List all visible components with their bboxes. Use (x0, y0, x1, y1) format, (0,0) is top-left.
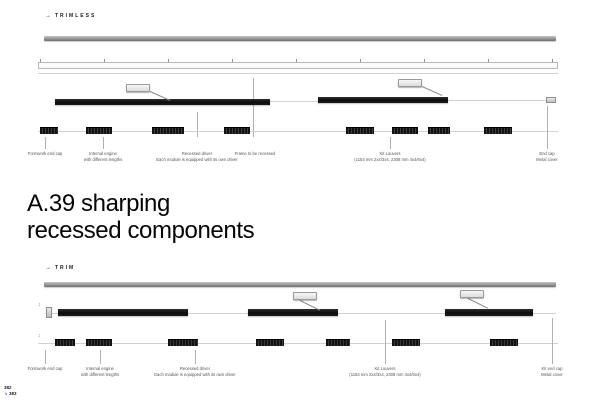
arrow-right-icon: → (45, 13, 51, 19)
caption-callout-line (552, 318, 553, 364)
recessed-driver-box-2 (398, 79, 422, 87)
louver-module (484, 127, 512, 134)
section-label-text: TRIMLESS (55, 13, 97, 19)
caption-end-cap: End cap Metal cover (536, 151, 558, 162)
updown-arrow-icon: ↕ (38, 333, 41, 339)
arrow-right-icon: → (45, 265, 51, 271)
trimless-engine-module-right (318, 97, 448, 103)
trim-formwork-end-cap (46, 307, 52, 318)
trimless-frame-ticks (40, 59, 556, 62)
frame-callout-line (253, 78, 254, 137)
section-label-text: TRIM (55, 265, 76, 271)
louver-module (55, 339, 75, 346)
louver-module (224, 127, 250, 134)
trimless-lower-baseline (38, 131, 558, 132)
page-turn-arrow-icon: ↳ (4, 390, 8, 396)
caption-callout-line (45, 137, 46, 149)
louver-module (152, 127, 184, 134)
trimless-connector-line-2 (448, 100, 548, 101)
recessed-driver-box-1 (126, 84, 150, 92)
trim-engine-module-right (445, 309, 533, 316)
caption-callout-line (103, 137, 104, 149)
caption-kit-louvers: Kit Louvers (1154 mm 2x4/3x4, 2308 mm 4x… (354, 151, 426, 162)
louver-module (86, 339, 112, 346)
caption-callout-line (390, 137, 391, 149)
driver-leader-line (421, 86, 443, 96)
recessed-driver-box-3 (293, 292, 317, 300)
page-title-line2: recessed components (27, 217, 255, 244)
trim-section-label: → TRIM (45, 265, 75, 271)
recessed-driver-box-4 (460, 290, 484, 298)
louver-module (256, 339, 284, 346)
trim-engine-module-mid (248, 309, 338, 316)
louver-module (346, 127, 374, 134)
page-title-line1: A.39 sharping (27, 190, 170, 217)
louver-module (490, 339, 518, 346)
driver-leader-line (467, 298, 488, 309)
caption-callout-line (195, 350, 196, 364)
caption-recessed-driver: Recessed driver Each module is equipped … (156, 151, 238, 162)
louver-module (168, 339, 198, 346)
caption-kit-end-cap: Kit end cap Metal cover (541, 366, 563, 377)
trimless-frame-shadow-line (38, 73, 558, 74)
trim-lower-baseline (38, 343, 558, 344)
louver-module (86, 127, 112, 134)
caption-internal-engine: Internal engine with different lengths (80, 366, 120, 377)
caption-formwork-end-cap: Formwork end cap (27, 151, 63, 156)
louver-module (40, 127, 58, 134)
page-number-prev: 382 (4, 385, 12, 390)
trimless-engine-module-left (55, 99, 270, 105)
trimless-end-cap (546, 97, 556, 103)
trimless-cover-profile-bar (44, 36, 556, 41)
louver-module (392, 339, 420, 346)
caption-callout-line (45, 350, 46, 364)
trim-cover-profile-bar (44, 282, 556, 287)
trimless-connector-line-1 (270, 101, 318, 102)
louver-module (428, 127, 450, 134)
endcap-callout-line (547, 106, 548, 149)
driver-callout-line (197, 112, 198, 137)
louver-module (392, 127, 418, 134)
caption-callout-line (100, 350, 101, 364)
caption-formwork-end-cap: Formwork end cap (27, 366, 63, 371)
trim-engine-module-left (58, 309, 188, 316)
page-title: A.39 sharping recessed components (27, 190, 255, 244)
updown-arrow-icon: ↕ (38, 302, 41, 308)
page-number-next: 383 (9, 390, 17, 396)
page-numbers: 382 ↳ 383 (4, 385, 17, 397)
trimless-recessed-frame-rail (38, 62, 558, 69)
louver-module (326, 339, 350, 346)
caption-recessed-driver: Recessed driver Each module is equipped … (154, 366, 236, 377)
caption-frame-recessed: Frame to be recessed (234, 151, 276, 156)
caption-internal-engine: Internal engine with different lengths (83, 151, 123, 162)
trimless-section-label: → TRIMLESS (45, 13, 96, 19)
caption-kit-louvers: Kit Louvers (1154 mm 2x4/3x4, 2308 mm 4x… (349, 366, 421, 377)
caption-callout-line (385, 320, 386, 364)
